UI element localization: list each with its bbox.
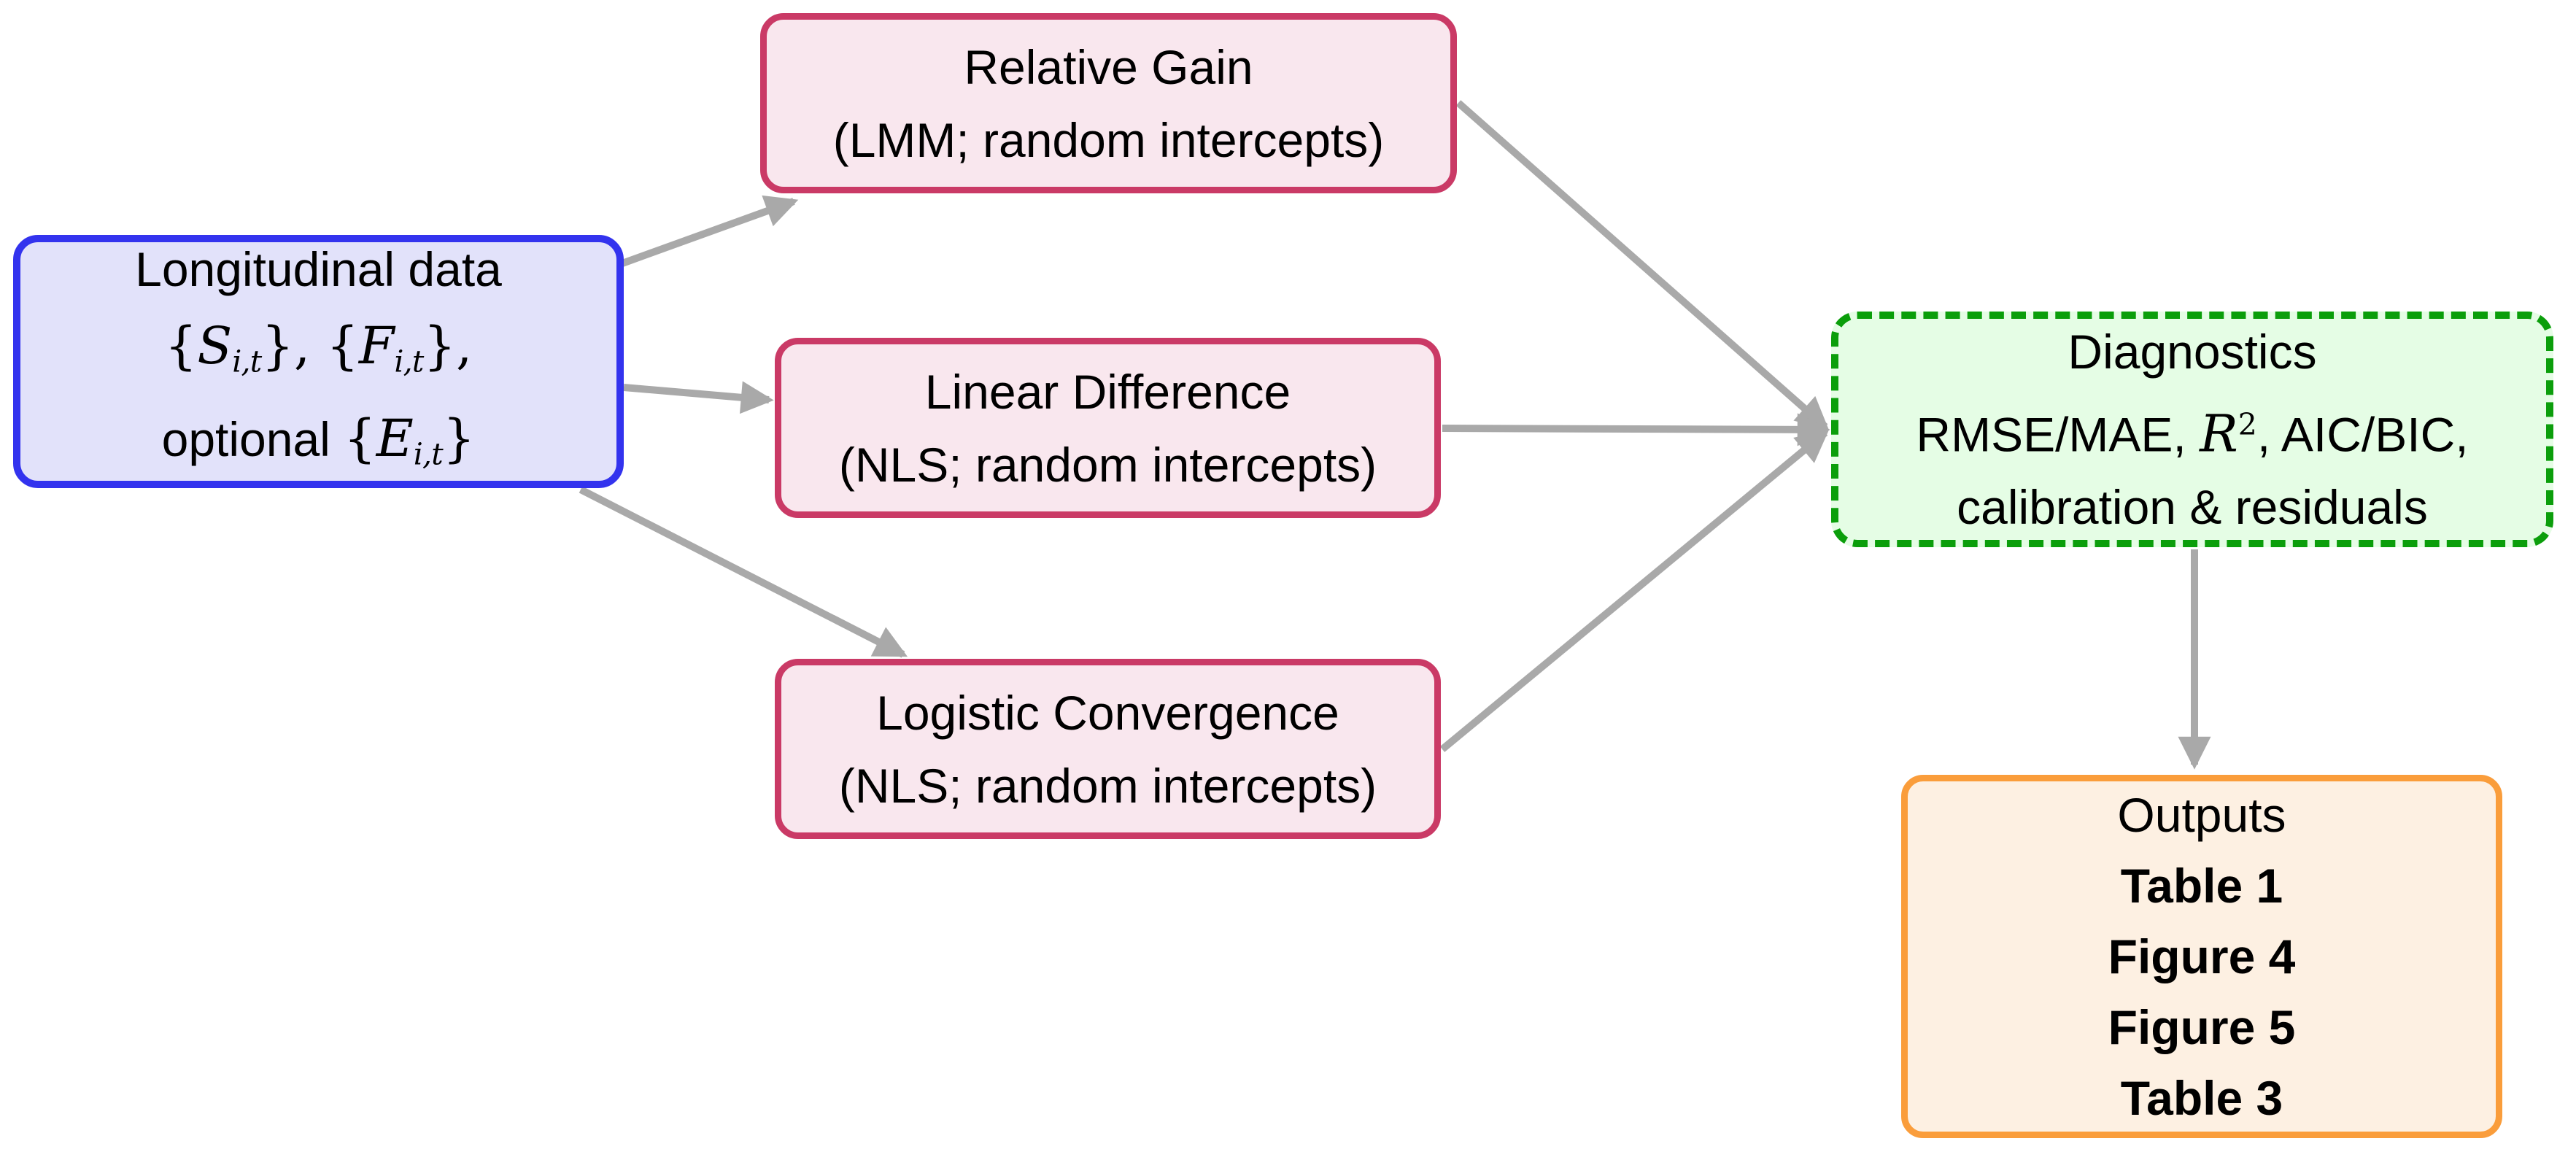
edge-input-to-relative-gain xyxy=(621,195,799,267)
outputs-item-figure-4: Figure 4 xyxy=(2108,921,2296,992)
text-segment: i,t xyxy=(394,344,424,379)
text-segment: Diagnostics xyxy=(2068,324,2317,379)
input-data-title: Longitudinal data xyxy=(135,231,502,308)
text-segment: , AIC/BIC, xyxy=(2256,407,2469,462)
text-segment: (NLS; random intercepts) xyxy=(838,758,1377,813)
input-data-node: Longitudinal data {Si,t}, {Fi,t}, option… xyxy=(13,235,624,488)
text-segment: Outputs xyxy=(2117,787,2286,842)
linear-difference-title: Linear Difference xyxy=(925,355,1291,428)
text-segment: S xyxy=(197,317,233,376)
text-segment: calibration & residuals xyxy=(1957,480,2428,535)
linear-difference-node: Linear Difference (NLS; random intercept… xyxy=(775,338,1441,518)
outputs-item-table-3: Table 3 xyxy=(2121,1063,2283,1134)
outputs-item-table-1: Table 1 xyxy=(2121,851,2283,921)
text-segment: RMSE/MAE, xyxy=(1916,407,2200,462)
logistic-convergence-node: Logistic Convergence (NLS; random interc… xyxy=(775,659,1441,839)
text-segment: E xyxy=(376,409,414,468)
logistic-convergence-method: (NLS; random intercepts) xyxy=(839,749,1377,822)
edge-relative-gain-to-diagnostics xyxy=(1455,100,1830,430)
text-segment: Table 1 xyxy=(2120,858,2283,913)
edge-input-to-logistic-convergence xyxy=(579,486,908,658)
text-segment: optional xyxy=(161,411,344,466)
text-segment: }, { xyxy=(261,317,359,376)
diagnostics-metrics: RMSE/MAE, R2, AIC/BIC, xyxy=(1916,388,2468,471)
text-segment: Logistic Convergence xyxy=(876,685,1339,740)
edge-linear-difference-to-diagnostics xyxy=(1442,413,1830,447)
text-segment: (LMM; random intercepts) xyxy=(832,112,1385,167)
text-segment: Figure 4 xyxy=(2108,929,2296,983)
logistic-convergence-title: Logistic Convergence xyxy=(876,676,1339,749)
input-data-series: {Si,t}, {Fi,t}, xyxy=(165,308,472,400)
relative-gain-title: Relative Gain xyxy=(964,31,1253,104)
text-segment: Figure 5 xyxy=(2108,1000,2296,1054)
text-segment: Table 3 xyxy=(2120,1070,2283,1125)
edge-logistic-convergence-to-diagnostics xyxy=(1439,429,1830,752)
text-segment: (NLS; random intercepts) xyxy=(838,437,1377,492)
text-segment: { xyxy=(344,409,376,468)
text-segment: F xyxy=(358,317,395,376)
text-segment: R xyxy=(2200,404,2238,464)
input-data-optional-series: optional {Ei,t} xyxy=(162,401,476,492)
text-segment: } xyxy=(442,409,476,468)
linear-difference-method: (NLS; random intercepts) xyxy=(839,428,1377,501)
edge-input-to-linear-difference xyxy=(623,381,774,414)
text-segment: 2 xyxy=(2237,406,2257,442)
text-segment: }, xyxy=(423,317,473,376)
text-segment: { xyxy=(164,317,198,376)
text-segment: i,t xyxy=(413,436,444,471)
diagnostics-title: Diagnostics xyxy=(2068,315,2316,388)
text-segment: Linear Difference xyxy=(924,364,1291,419)
text-segment: Relative Gain xyxy=(964,39,1253,94)
outputs-item-figure-5: Figure 5 xyxy=(2108,992,2296,1063)
outputs-title: Outputs xyxy=(2117,780,2286,851)
outputs-node: Outputs Table 1 Figure 4 Figure 5 Table … xyxy=(1901,775,2502,1138)
diagnostics-checks: calibration & residuals xyxy=(1957,471,2428,544)
relative-gain-method: (LMM; random intercepts) xyxy=(833,104,1385,177)
text-segment: Longitudinal data xyxy=(135,242,502,297)
diagnostics-node: Diagnostics RMSE/MAE, R2, AIC/BIC, calib… xyxy=(1831,312,2553,547)
relative-gain-node: Relative Gain (LMM; random intercepts) xyxy=(760,13,1457,193)
text-segment: i,t xyxy=(232,344,262,379)
